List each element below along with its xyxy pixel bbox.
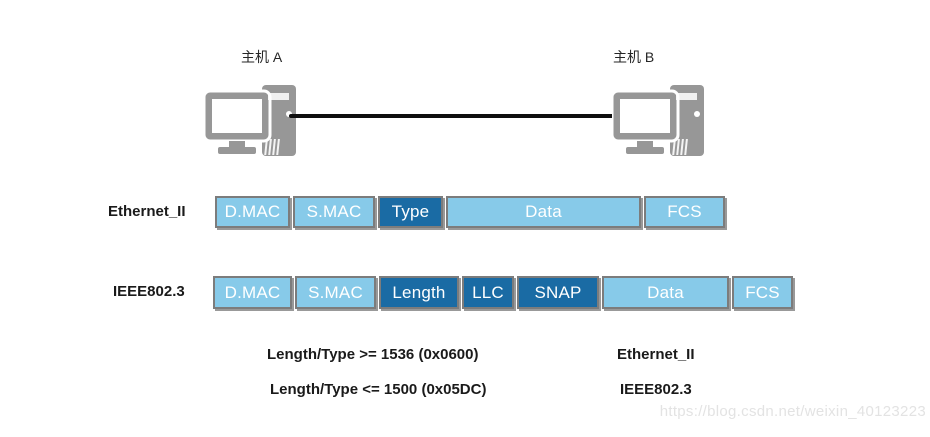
note-rule-ethernet-ii: Length/Type >= 1536 (0x0600) [267, 346, 479, 363]
frame-field-data: Data [446, 196, 641, 228]
desktop-computer-icon [202, 81, 300, 161]
note-result-ethernet-ii: Ethernet_II [617, 346, 695, 363]
frame-field-fcs: FCS [732, 276, 793, 309]
frame-field-data: Data [602, 276, 729, 309]
frame-field-fcs: FCS [644, 196, 725, 228]
frame-field-snap: SNAP [517, 276, 599, 309]
frame-field-llc: LLC [462, 276, 514, 309]
frame-field-length: Length [379, 276, 459, 309]
network-cable [289, 114, 618, 118]
host-b-label: 主机 B [613, 49, 655, 65]
frame-field-d-mac: D.MAC [213, 276, 292, 309]
note-rule-ieee802-3: Length/Type <= 1500 (0x05DC) [270, 381, 487, 398]
watermark-url: https://blog.csdn.net/weixin_40123223 [659, 403, 926, 420]
frame-field-type: Type [378, 196, 443, 228]
frame-field-s-mac: S.MAC [295, 276, 376, 309]
frame-label-ieee802-3: IEEE802.3 [113, 283, 185, 300]
frame-field-d-mac: D.MAC [215, 196, 290, 228]
frame-label-ethernet-ii: Ethernet_II [108, 203, 186, 220]
desktop-computer-icon [610, 81, 708, 161]
note-result-ieee802-3: IEEE802.3 [620, 381, 692, 398]
frame-field-s-mac: S.MAC [293, 196, 375, 228]
host-a-label: 主机 A [241, 49, 283, 65]
